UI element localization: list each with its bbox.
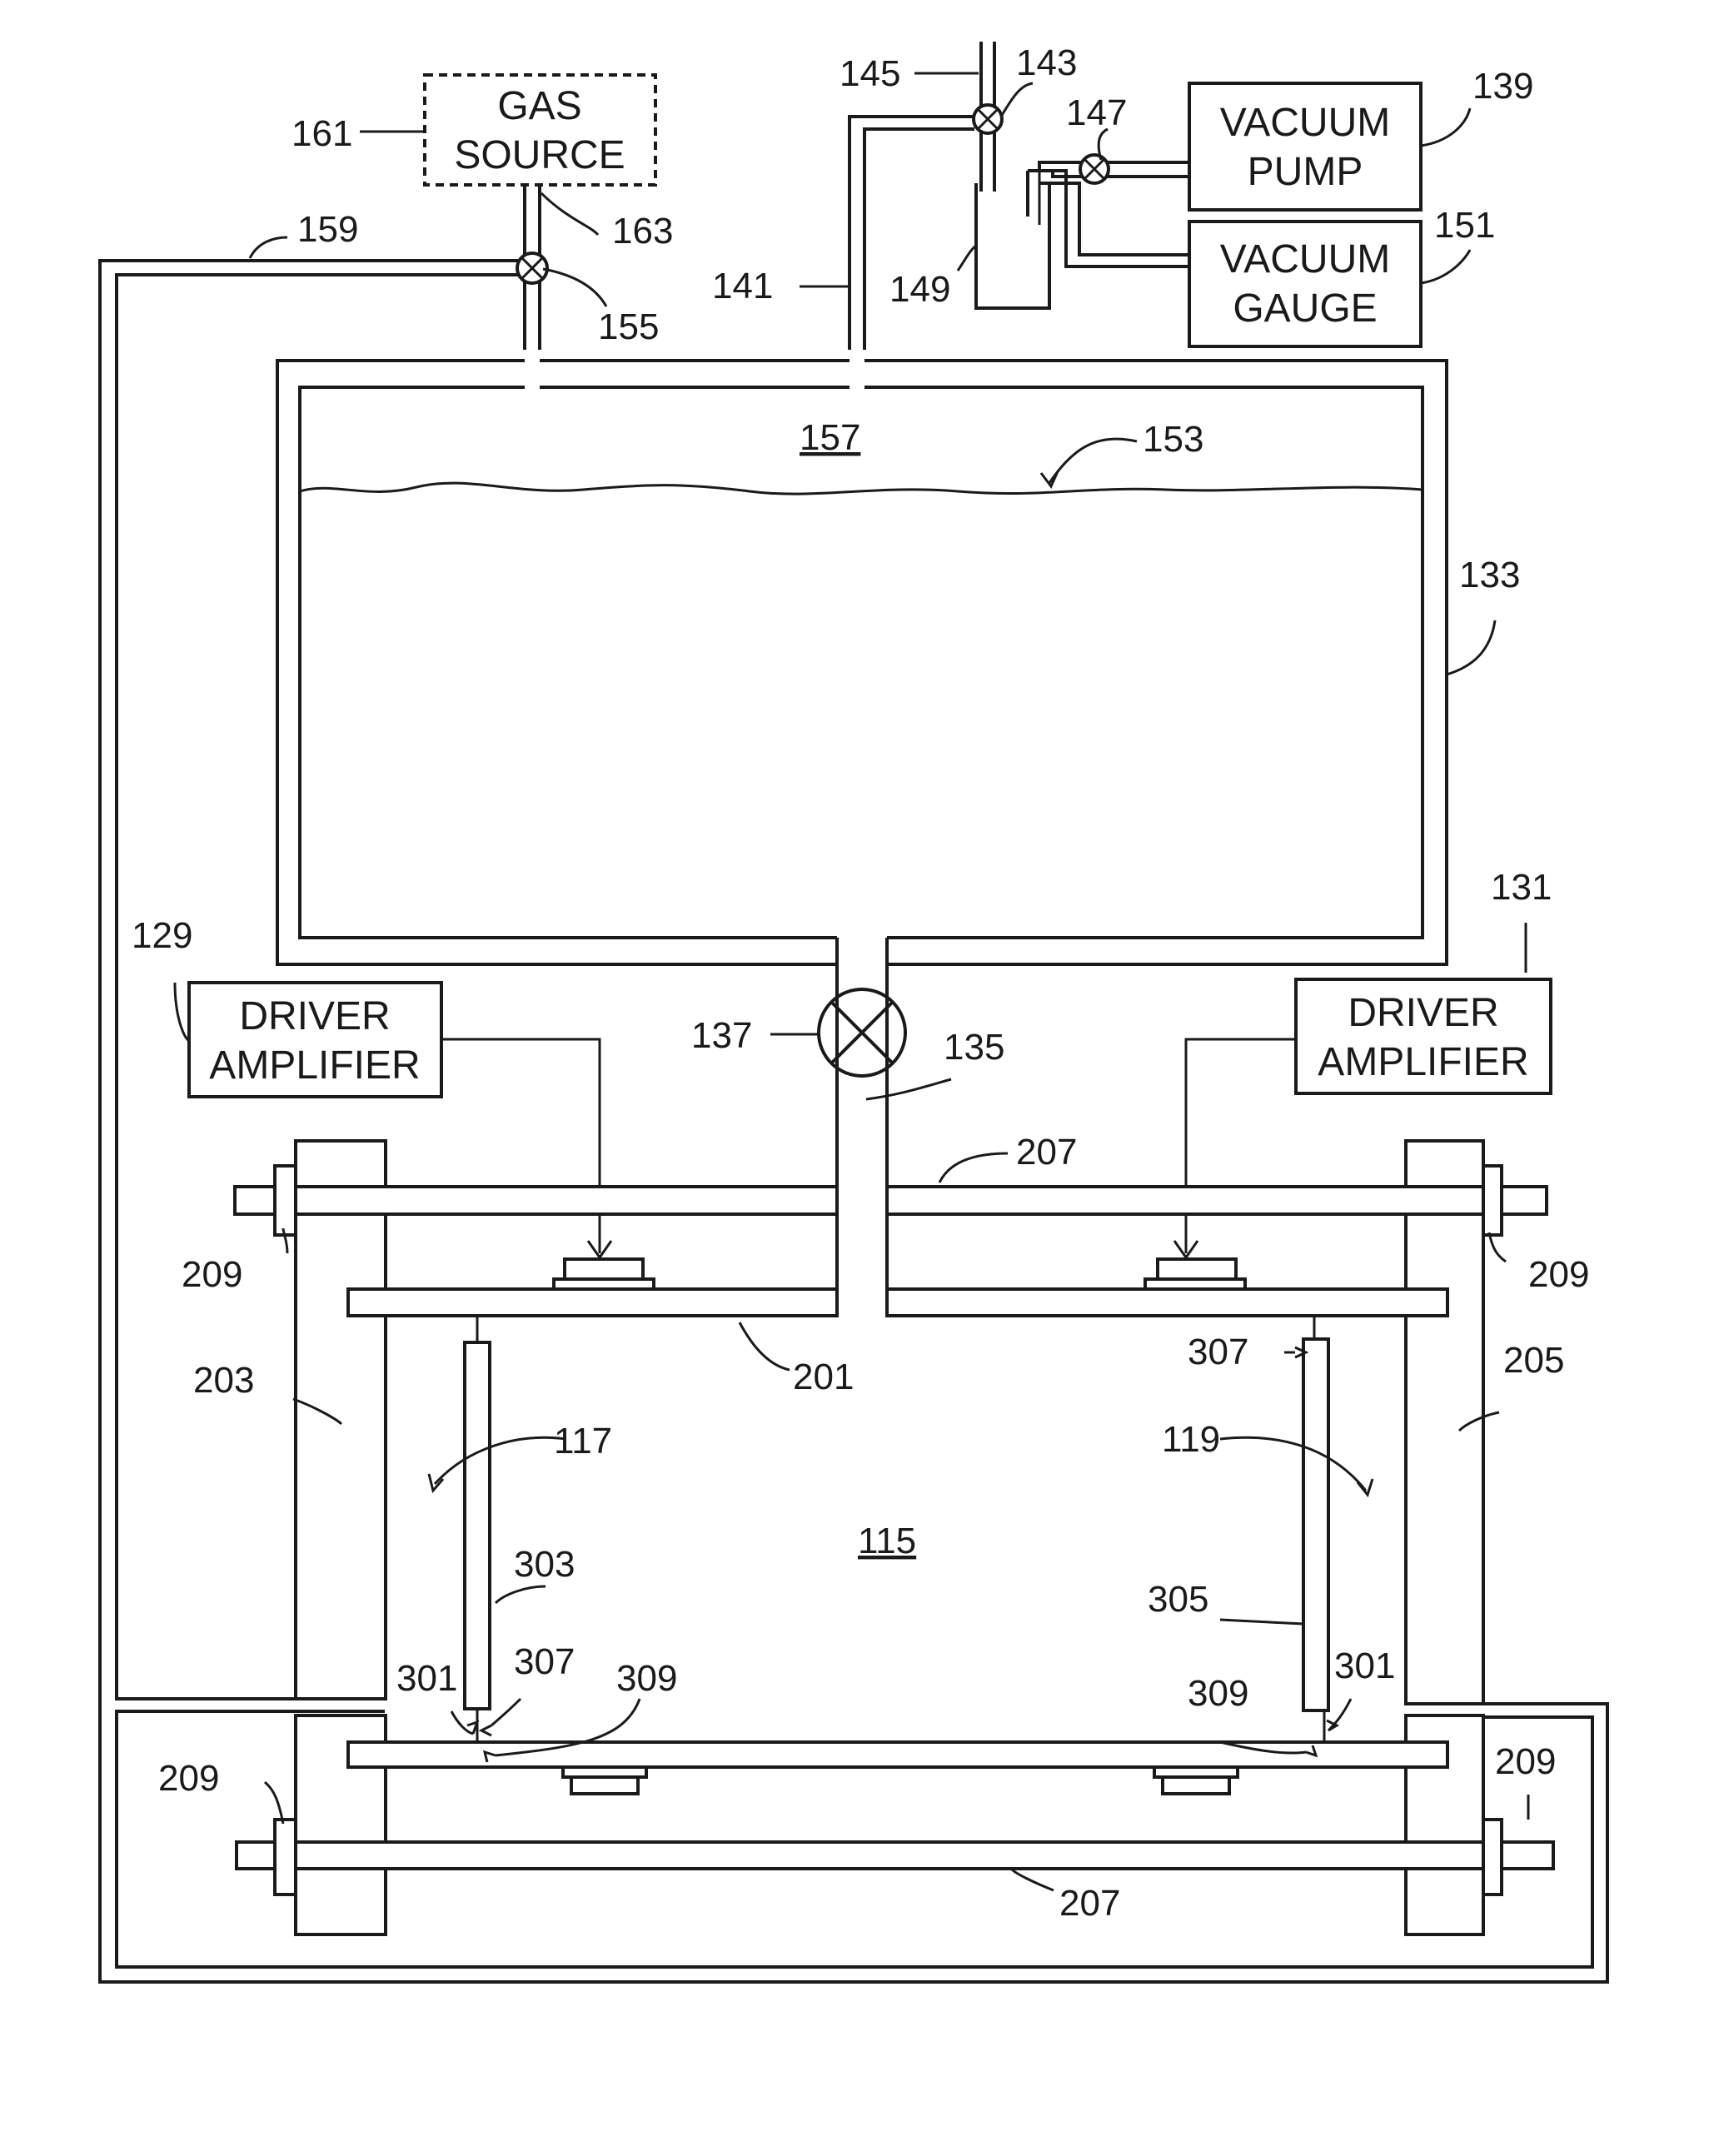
driver-right-label-1: DRIVER <box>1348 991 1498 1035</box>
driver-right-signal <box>1186 1039 1296 1253</box>
label-303: 303 <box>514 1544 575 1585</box>
transducer-left <box>554 1259 654 1289</box>
label-161: 161 <box>291 113 352 154</box>
driver-left-signal <box>441 1039 600 1253</box>
label-309-left: 309 <box>616 1658 677 1699</box>
vacuum-pump-label-1: VACUUM <box>1220 101 1390 145</box>
label-139: 139 <box>1472 66 1533 107</box>
label-159: 159 <box>297 209 358 250</box>
label-131: 131 <box>1491 867 1552 908</box>
label-163: 163 <box>612 211 673 251</box>
driver-left-label-2: AMPLIFIER <box>209 1043 420 1088</box>
driver-left-label-1: DRIVER <box>239 994 390 1038</box>
lower-transducer-right <box>1154 1767 1238 1794</box>
label-203: 203 <box>193 1360 254 1401</box>
label-137: 137 <box>691 1015 752 1056</box>
label-301-left: 301 <box>396 1658 457 1699</box>
label-151: 151 <box>1434 205 1495 246</box>
label-209-ll: 209 <box>158 1758 219 1799</box>
gas-source-label-1: GAS <box>497 84 581 128</box>
valve-143 <box>974 105 1002 133</box>
label-155: 155 <box>598 306 659 347</box>
label-209-ur: 209 <box>1528 1254 1589 1295</box>
label-149: 149 <box>889 269 950 310</box>
post-203 <box>296 1141 386 1699</box>
label-153: 153 <box>1143 419 1203 460</box>
bolt-209-ul <box>275 1166 296 1235</box>
upper-plate-207-right <box>887 1187 1547 1214</box>
upper-plate-207-left <box>235 1187 837 1214</box>
bolt-209-ur <box>1483 1166 1502 1235</box>
plate-201-left <box>348 1289 837 1316</box>
label-305: 305 <box>1148 1579 1208 1620</box>
label-135: 135 <box>944 1027 1004 1068</box>
driver-right-label-2: AMPLIFIER <box>1318 1040 1528 1084</box>
trap-149 <box>976 162 1189 308</box>
vacuum-line-141 <box>850 117 974 350</box>
vacuum-pump-label-2: PUMP <box>1248 150 1363 194</box>
label-201: 201 <box>793 1357 854 1397</box>
label-209-lr: 209 <box>1495 1741 1556 1782</box>
label-307-bottom: 307 <box>514 1641 575 1682</box>
label-207-upper: 207 <box>1016 1132 1077 1173</box>
rod-303 <box>465 1342 490 1709</box>
label-209-ul: 209 <box>182 1254 242 1295</box>
label-309-right: 309 <box>1188 1673 1248 1714</box>
valve-147 <box>1080 155 1109 183</box>
label-157: 157 <box>800 417 860 458</box>
label-143: 143 <box>1016 42 1077 83</box>
label-147: 147 <box>1066 92 1127 133</box>
label-129: 129 <box>132 915 192 956</box>
plate-201-right <box>887 1289 1447 1316</box>
lower-transducer-left <box>563 1767 646 1794</box>
label-205: 205 <box>1503 1340 1564 1381</box>
rod-305 <box>1303 1339 1328 1710</box>
transducer-right <box>1145 1259 1245 1289</box>
vacuum-gauge-label-1: VACUUM <box>1220 237 1390 281</box>
label-141: 141 <box>712 266 773 306</box>
label-207-lower: 207 <box>1059 1883 1120 1924</box>
label-115: 115 <box>858 1521 916 1561</box>
bolt-209-lr <box>1483 1820 1502 1895</box>
label-301-right: 301 <box>1334 1646 1395 1686</box>
valve-155 <box>517 253 547 283</box>
label-133: 133 <box>1459 555 1520 595</box>
lower-plate-207 <box>237 1842 1553 1869</box>
label-307-top: 307 <box>1188 1332 1248 1372</box>
bolt-209-ll <box>275 1820 296 1895</box>
vacuum-gauge-label-2: GAUGE <box>1233 286 1377 331</box>
label-119: 119 <box>1162 1419 1220 1460</box>
label-145: 145 <box>840 53 900 94</box>
gas-source-label-2: SOURCE <box>454 133 625 177</box>
label-117: 117 <box>554 1421 612 1461</box>
valve-137 <box>819 989 905 1076</box>
